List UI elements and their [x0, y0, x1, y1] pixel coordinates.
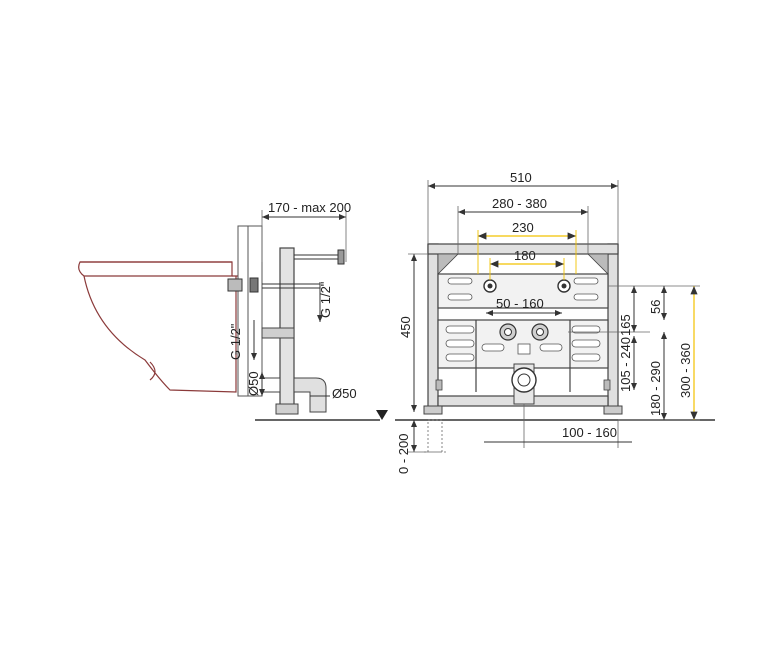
- dim-300-360: 300 - 360: [678, 343, 693, 398]
- front-adjustable-leg: [424, 419, 446, 453]
- front-drain-pipe-icon: [511, 363, 537, 405]
- dim-leg-adjust: 0 - 200: [396, 434, 411, 474]
- dim-165: 165: [618, 314, 633, 336]
- front-mounting-plate-slots: [447, 277, 599, 301]
- dim-height-total: 450: [398, 316, 413, 338]
- dim-width-total: 510: [510, 170, 532, 185]
- dim-105-240: 105 - 240: [618, 337, 633, 392]
- dim-width-studs: 180: [514, 248, 536, 263]
- side-drain-stub: [261, 377, 281, 393]
- dim-100-160: 100 - 160: [562, 425, 617, 440]
- dim-56: 56: [648, 300, 663, 314]
- side-frame-foot: [275, 403, 299, 415]
- side-pipe-left-label: Ø50: [246, 371, 261, 396]
- front-foot-right: [603, 405, 623, 415]
- dim-width-inner: 230: [512, 220, 534, 235]
- front-supply-valve-right-icon: [531, 323, 549, 341]
- side-supply-pipe: [261, 327, 295, 339]
- dim-180-290: 180 - 290: [648, 361, 663, 416]
- front-foot-left: [423, 405, 443, 415]
- dim-width-supply: 50 - 160: [496, 296, 544, 311]
- side-thread-right-label: G 1/2": [318, 281, 333, 318]
- side-threaded-rod-middle: [227, 277, 320, 293]
- side-threaded-rod-top: [294, 249, 345, 265]
- side-thread-left-label: G 1/2": [228, 323, 243, 360]
- bidet-side-profile: [78, 261, 241, 393]
- front-supply-plate-slots: [445, 325, 601, 362]
- side-drain-elbow: [293, 377, 327, 413]
- side-pipe-right-label: Ø50: [332, 386, 357, 401]
- wall-panel-inner: [247, 225, 263, 397]
- dim-width-mount: 280 - 380: [492, 196, 547, 211]
- side-dim-top-label: 170 - max 200: [268, 200, 351, 215]
- front-frame-top-bar: [427, 243, 619, 255]
- front-supply-valve-left-icon: [499, 323, 517, 341]
- floor-level-marker-icon: [376, 410, 388, 420]
- wall-panel: [237, 225, 249, 397]
